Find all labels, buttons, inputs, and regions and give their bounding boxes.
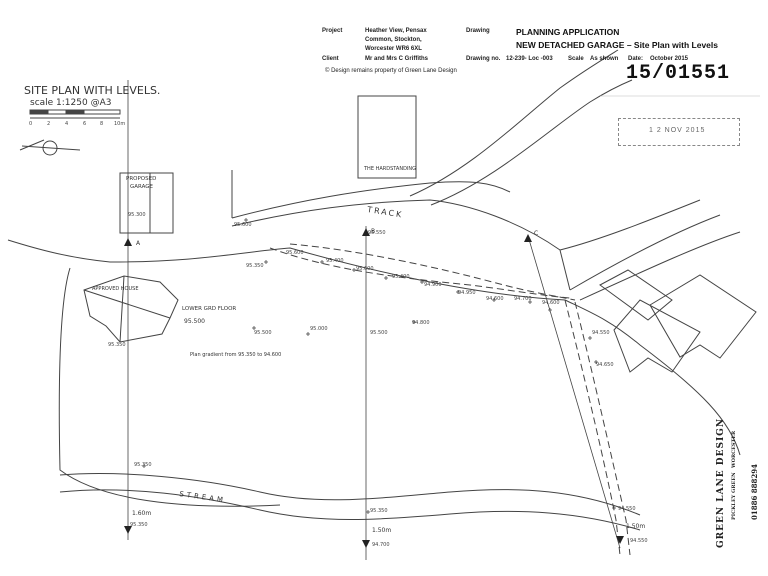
level-r1b: 95.600 [286,250,304,256]
track-dashed-upper [269,247,571,299]
practice-name: GREEN LANE DESIGN [716,417,726,548]
level-a-bottom: 95.350 [130,522,148,528]
level-r6: 94.950 [458,290,476,296]
level-c-right: 94.550 [592,330,610,336]
project-line-1: Heather View, Pensax [365,28,427,34]
field-boundary-right [569,214,721,291]
level-r1: 95.350 [246,263,264,269]
level-track-left: 95.600 [234,222,252,228]
level-r4: 95.400 [392,274,410,280]
track-right-dashed [564,299,621,556]
level-r7: 94.600 [486,296,504,302]
floor-level-value: 95.500 [184,318,205,325]
scale-label: Scale [568,56,584,62]
proposed-garage-outline [119,172,174,234]
neighbour-building-2 [613,299,701,373]
road-edge-inner [430,79,633,206]
distance-label-b: 1.50m [372,527,392,534]
neighbour-building-3 [649,274,757,359]
drawing-no-label: Drawing no. [466,56,501,62]
section-marker-c [524,234,532,242]
level-r8: 94.700 [514,296,532,302]
house-label: APPROVED HOUSE [92,286,139,292]
road-edge-outer [409,49,619,197]
practice-phone: 01886 888294 [750,463,759,520]
section-label-b: B [371,228,376,235]
level-stream-c: 94.550 [618,506,636,512]
level-stream-a: 95.350 [134,462,152,468]
project-label: Project [322,28,343,34]
scale-value: As shown [590,56,619,62]
scale-tick-8: 8 [100,121,104,127]
stream-bank-lower [59,489,641,531]
level-c-top: 94.600 [542,300,560,306]
site-boundary [7,239,741,456]
section-marker-a [124,238,132,246]
level-mid1: 95.000 [310,326,328,332]
project-line-2: Common, Stockton, [365,37,422,43]
level-r5: 94.900 [424,282,442,288]
application-reference: 15/01551 [626,62,731,85]
scale-note: scale 1:1250 @A3 [30,98,112,108]
plan-title: SITE PLAN WITH LEVELS. [24,84,161,97]
ground-gradient-note: Plan gradient from 95.350 to 94.600 [190,352,282,358]
level-mid2: 94.800 [412,320,430,326]
client-label: Client [322,56,339,62]
level-house-d: 95.500 [254,330,272,336]
practice-location-2: WORCESTER [731,430,737,468]
scale-tick-2: 2 [47,121,51,127]
level-b-bottom: 94.700 [372,542,390,548]
level-house-a: 95.350 [108,342,126,348]
date-label: Date: [628,56,644,62]
floor-level-label: LOWER GRD FLOOR [182,306,237,312]
received-stamp-date: 1 2 NOV 2015 [649,127,706,134]
level-stream-b: 95.350 [370,508,388,514]
date-value: October 2015 [650,56,689,62]
distance-label-a: 1.60m [132,510,152,517]
drawing-label: Drawing [466,28,490,34]
section-label-c: C [534,230,539,237]
section-label-a: A [136,240,141,247]
level-b-mid: 95.500 [370,330,388,336]
level-c-right2: 94.650 [596,362,614,368]
neighbour-building-1 [599,269,673,321]
level-r3: 95.600 [356,266,374,272]
scale-tick-6: 6 [83,121,87,127]
site-boundary-left [58,267,281,507]
drawing-no: 12-239- Loc -003 [506,56,553,62]
copyright-note: © Design remains property of Green Lane … [325,68,457,74]
level-garage: 95.300 [128,212,146,218]
received-stamp: 1 2 NOV 2015 [618,118,740,146]
distance-label-c: 1.50m [626,523,646,530]
client-value: Mr and Mrs C Griffiths [365,56,429,62]
approved-house-outline [83,275,179,343]
scale-tick-0: 0 [29,121,33,127]
level-b-top: 95.550 [368,230,386,236]
track-edge-upper [231,181,511,219]
scale-tick-10: 10m [114,121,126,127]
section-marker-b [362,228,370,236]
track-dashed-lower [289,243,576,301]
drawing-title-2: NEW DETACHED GARAGE – Site Plan with Lev… [516,40,718,50]
stream-bank-upper [59,473,641,516]
drawing-title-1: PLANNING APPLICATION [516,27,620,37]
section-line-c [527,235,621,549]
hardstand-label: THE HARDSTANDING [364,166,417,172]
track-edge-lower [231,199,701,251]
garage-label-2: GARAGE [130,184,154,190]
scale-tick-4: 4 [65,121,69,127]
practice-location-1: PICKLEY GREEN [731,472,737,520]
hardstanding-outline [357,95,417,179]
level-r2: 95.400 [326,258,344,264]
project-line-3: Worcester WR6 6XL [365,46,422,52]
garage-label-1: PROPOSED [126,176,157,182]
level-c-bottom: 94.550 [630,538,648,544]
